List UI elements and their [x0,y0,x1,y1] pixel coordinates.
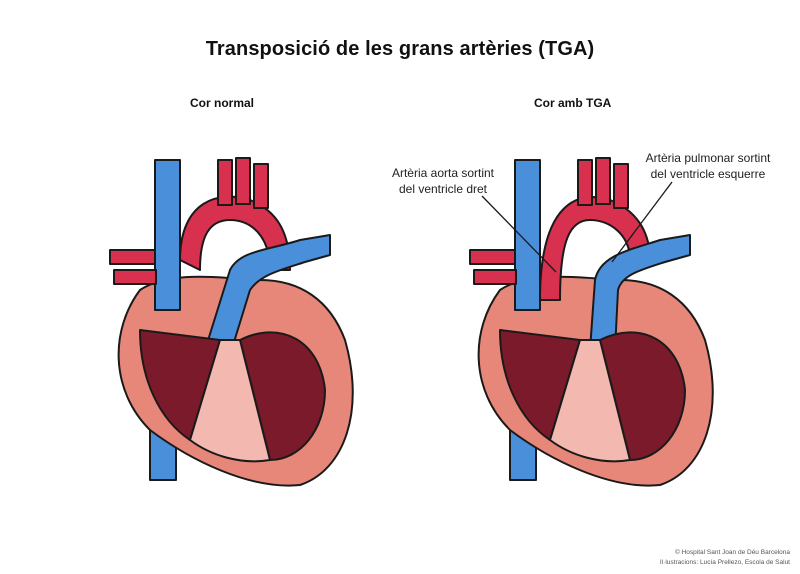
aorta-annotation-line1: Artèria aorta sortint [391,166,495,180]
aortic-branch [253,163,269,209]
illustrator-credit: Il·lustracions: Lucía Prellezo, Escola d… [659,559,790,566]
left-heart-label: Cor normal [190,96,255,110]
right-heart-label: Cor amb TGA [534,96,612,110]
pulmonary-vein [113,269,157,285]
pulmonary-annotation: Artèria pulmonar sortint del ventricle e… [628,150,788,182]
aortic-branch [595,157,611,205]
aortic-arch [179,195,291,271]
right-chamber [599,331,686,461]
aortic-branch [613,163,629,209]
aortic-branch [235,157,251,205]
pulmonary-vein [469,249,516,265]
septum [189,339,271,463]
pulmonary-leader-line [611,181,673,263]
pulmonary-vein [109,249,156,265]
pulmonary-vein [473,269,517,285]
aortic-branch [217,159,233,206]
pulmonary-annotation-line1: Artèria pulmonar sortint [645,151,771,165]
aortic-branch [577,159,593,206]
aorta-leader-line [481,195,557,273]
pulmonary-annotation-line2: del ventricle esquerre [650,167,766,181]
pulmonary-from-left-ventricle [589,234,691,351]
right-chamber [239,331,326,461]
septum [549,339,631,463]
aorta-annotation: Artèria aorta sortint del ventricle dret [368,165,518,197]
page-title: Transposició de les grans artèries (TGA) [205,38,595,60]
aorta-annotation-line2: del ventricle dret [398,182,488,196]
pulmonary-trunk [204,234,331,356]
copyright-credit: © Hospital Sant Joan de Déu Barcelona [675,549,790,556]
normal-heart-illustration [109,157,354,487]
tga-heart-illustration [469,157,714,487]
